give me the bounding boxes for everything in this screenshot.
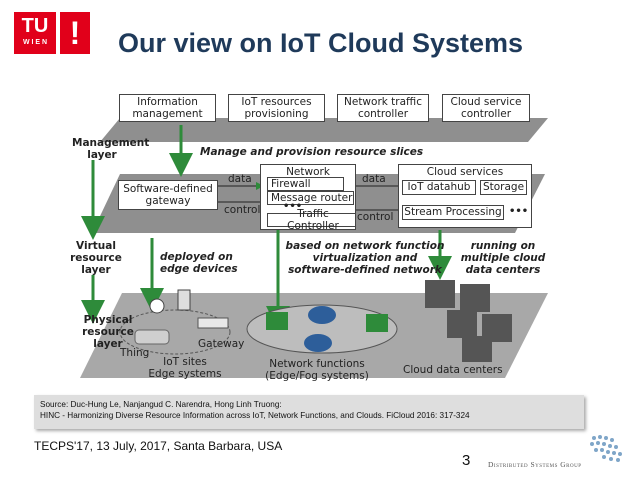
source-line-1: Source: Duc-Hung Le, Nanjangud C. Narend… [40,400,282,409]
label-management-layer: Management layer [72,137,150,162]
software-defined-gateway: Software-defined gateway [118,180,218,210]
label-virtual-layer: Virtual resource layer [70,240,122,277]
label-data-2: data [362,173,386,185]
logo-tu: TU [21,15,49,37]
source-citation: Source: Duc-Hung Le, Nanjangud C. Narend… [34,395,584,429]
dsg-label: Distributed Systems Group [488,460,582,469]
nf-message-router: Message router [267,191,354,205]
label-manage-provision: Manage and provision resource slices [200,146,424,158]
page-title: Our view on IoT Cloud Systems [118,28,524,58]
mgmt-box-cloud-service: Cloud service controller [442,94,530,122]
phone-icon [177,289,191,311]
logo-mark-icon: ! [60,12,90,54]
annotation-edge: deployed on edge devices [160,251,238,276]
nf-ellipsis: ••• [283,201,303,212]
switch-icon [266,312,288,330]
label-thing: Thing [120,347,150,359]
nf-traffic-controller: Traffic Controller [267,208,356,232]
footer-text: TECPS'17, 13 July, 2017, Santa Barbara, … [34,439,283,453]
label-physical-layer: Physical resource layer [82,314,134,351]
source-line-2: HINC - Harmonizing Diverse Resource Info… [40,411,470,421]
nf-firewall: Firewall [267,177,344,191]
label-control-1: control [224,204,261,216]
gateway-device-icon [197,317,229,329]
logo-wien: W I E N [22,39,48,46]
label-data-1: data [228,173,252,185]
annotation-cloud: running on multiple cloud data centers [460,240,546,277]
cs-stream-processing: Stream Processing [402,205,504,220]
annotation-nfv: based on network function virtualization… [285,240,445,277]
router-icon [304,334,332,352]
mgmt-box-information: Information management [119,94,216,122]
edge-ellipse [119,309,231,355]
mgmt-box-network-traffic: Network traffic controller [337,94,429,122]
router-icon [308,306,336,324]
label-network-functions-physical: Network functions (Edge/Fog systems) [265,358,369,383]
label-gateway: Gateway [198,338,245,350]
label-iot-sites: IoT sites Edge systems [148,356,222,381]
cs-iot-datahub: IoT datahub [402,180,476,195]
sensor-icon [149,298,165,314]
management-plane [100,118,548,142]
mgmt-box-iot-resources: IoT resources provisioning [228,94,325,122]
label-control-2: control [357,211,394,223]
server-rack-icon [425,280,512,362]
page-number: 3 [462,452,471,469]
dsg-logo-icon [590,435,622,462]
switch-icon [366,314,388,332]
cs-title: Cloud services [426,166,504,178]
cs-ellipsis: ••• [509,206,529,217]
label-cloud-data-centers: Cloud data centers [403,364,503,376]
cs-storage: Storage [480,180,527,195]
car-icon [134,329,170,345]
tu-wien-logo: TU W I E N [14,12,56,54]
